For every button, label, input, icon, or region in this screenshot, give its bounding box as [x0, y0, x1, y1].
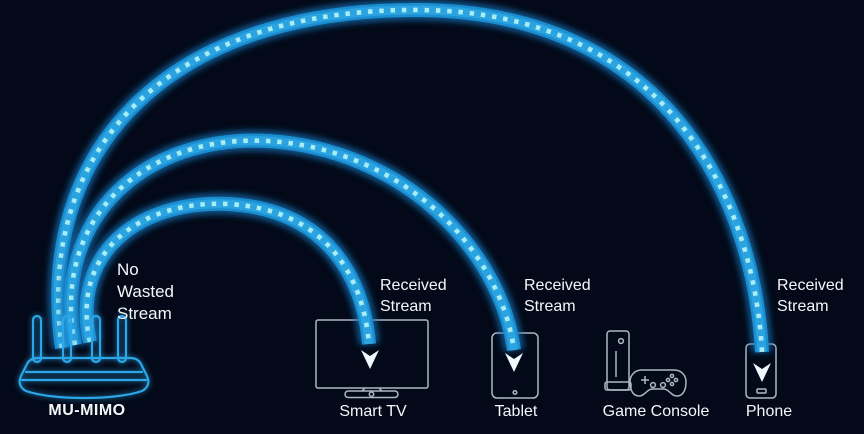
received-stream-label-smart-tv: Received Stream: [380, 277, 447, 315]
stream-arc-tablet: [61, 130, 524, 352]
arrow-down-icon: [361, 350, 379, 369]
streams: [48, 0, 772, 353]
router-icon: [18, 314, 150, 400]
game-console-label: Game Console: [602, 403, 710, 420]
arrow-down-icon: [505, 353, 523, 372]
tablet-label: Tablet: [494, 403, 538, 420]
phone-label: Phone: [745, 403, 793, 420]
received-stream-label-tablet: Received Stream: [524, 277, 591, 315]
arrow-down-icon: [753, 363, 771, 382]
stream-arc-phone: [48, 0, 772, 353]
stream-arrows: [361, 350, 771, 382]
game-console-icon: [604, 330, 687, 397]
device-icons: [315, 319, 777, 399]
smart-tv-label: Smart TV: [339, 403, 407, 420]
no-wasted-stream-label: No Wasted Stream: [117, 260, 175, 323]
router-label: MU-MIMO: [48, 402, 126, 419]
stream-arc-smart-tv: [76, 193, 379, 345]
received-stream-label-phone: Received Stream: [777, 277, 844, 315]
